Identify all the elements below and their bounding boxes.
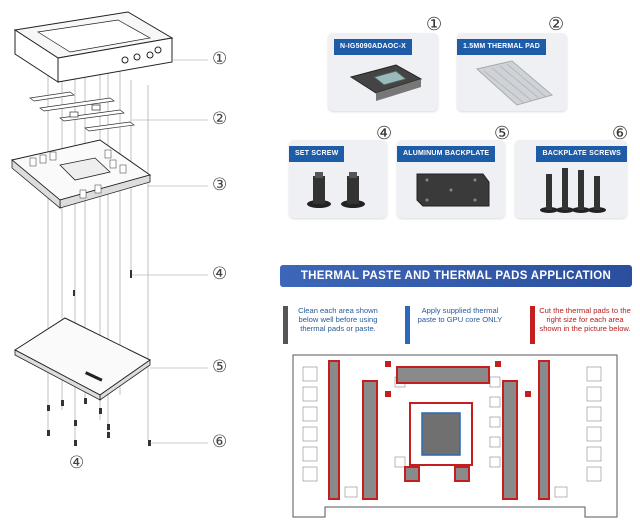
pad-right-inner [502,380,518,500]
instruction-pads: Cut the thermal pads to the right size f… [539,306,631,333]
exploded-view-diagram [10,11,208,446]
set-screws [73,270,132,296]
thermal-pad-icon [475,60,554,106]
card-aluminum-backplate: ALUMINUM BACKPLATE [397,140,505,218]
instruction-paste: Apply supplied thermal paste to GPU core… [417,306,503,324]
card-label: BACKPLATE SCREWS [536,146,627,162]
pad-left-inner [362,380,378,500]
set-screw-icon [307,172,365,208]
thermal-pads [29,91,135,132]
card-number: ⑥ [612,123,629,144]
card-set-screw: SET SCREW [289,140,387,218]
callout-2: ② [212,109,228,129]
callout-6: ⑥ [212,432,228,452]
card-label: SET SCREW [289,146,345,162]
backplate [14,317,151,401]
leader-lines [132,59,208,444]
callout-1: ① [212,49,228,69]
pcb-pad-layout [292,354,618,518]
backplate-screws-icon [540,168,606,213]
callout-5: ⑤ [212,357,228,377]
callout-4-bottom: ④ [69,453,85,473]
graphics-card-icon [349,64,423,101]
card-graphics-card: N-IG5090ADAOC-X [328,33,438,111]
instruction-clean: Clean each area shown below well before … [298,306,378,333]
graphics-card-pcb [10,139,152,209]
small-pad-markers [385,361,531,397]
water-block [13,11,174,83]
callout-4: ④ [212,264,228,284]
backplate-icon [416,173,490,207]
pad-left-outer [328,360,340,500]
pad-top-memory [396,366,490,384]
section-banner: THERMAL PASTE AND THERMAL PADS APPLICATI… [280,265,632,287]
pad-small-right [454,466,470,482]
pad-right-outer [538,360,550,500]
pad-small-left [404,466,420,482]
card-number: ① [426,14,443,35]
card-number: ④ [376,123,393,144]
card-thermal-pad: 1.5MM THERMAL PAD [457,33,567,111]
instruction-bar [283,306,288,344]
backplate-screws [47,398,151,446]
pcb-components [302,366,602,498]
card-label: ALUMINUM BACKPLATE [397,146,496,162]
gpu-core-paste-area [421,412,461,456]
callout-3: ③ [212,175,228,195]
card-label: N-IG5090ADAOC-X [334,39,413,55]
instruction-bar [405,306,410,344]
card-backplate-screws: BACKPLATE SCREWS [515,140,627,218]
card-label: 1.5MM THERMAL PAD [457,39,547,55]
card-number: ② [548,14,565,35]
card-number: ⑤ [494,123,511,144]
instruction-bar [530,306,535,344]
